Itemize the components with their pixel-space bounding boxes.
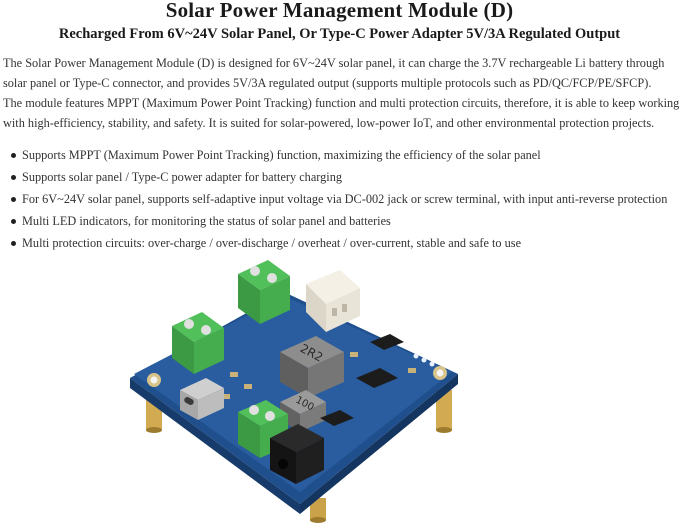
feature-item: Supports MPPT (Maximum Power Point Track… [3, 145, 667, 167]
feature-list: Supports MPPT (Maximum Power Point Track… [3, 145, 667, 255]
inductor-large [280, 336, 344, 368]
feature-text: For 6V~24V solar panel, supports self-ad… [22, 192, 668, 206]
led-icon [413, 353, 419, 359]
intro-paragraph: The Solar Power Management Module (D) is… [3, 53, 679, 133]
feature-text: Multi protection circuits: over-charge /… [22, 236, 522, 250]
bullet-icon [11, 196, 16, 202]
ic-chip-icon [320, 410, 354, 426]
page-title: Solar Power Management Module (D) [165, 0, 514, 22]
usb-c-port [180, 378, 224, 400]
screw-terminal [238, 400, 288, 426]
feature-item: Multi LED indicators, for monitoring the… [3, 211, 667, 233]
feature-text: Supports solar panel / Type-C power adap… [22, 170, 343, 184]
screw-icon [250, 266, 260, 276]
led-icon [421, 357, 427, 363]
feature-item: For 6V~24V solar panel, supports self-ad… [3, 189, 667, 211]
jst-connector [306, 270, 360, 304]
inductor-small [280, 390, 326, 414]
screw-icon [184, 319, 194, 329]
bullet-icon [11, 174, 16, 180]
bullet-icon [11, 240, 16, 246]
feature-text: Supports MPPT (Maximum Power Point Track… [22, 148, 541, 162]
led-icon [429, 361, 435, 367]
screw-icon [249, 405, 259, 415]
feature-text: Multi LED indicators, for monitoring the… [22, 214, 391, 228]
intro-line: The module features MPPT (Maximum Power … [3, 96, 679, 110]
intro-line: with high-efficiency, stability, and saf… [3, 116, 655, 130]
bullet-icon [11, 218, 16, 224]
screw-icon [267, 273, 277, 283]
screw-terminal [172, 312, 224, 342]
ic-chip-icon [356, 368, 398, 388]
screw-icon [265, 411, 275, 421]
screw-icon [201, 325, 211, 335]
feature-item: Supports solar panel / Type-C power adap… [3, 167, 667, 189]
solar-module-illustration: 2R2 100 [130, 260, 458, 523]
product-photo: 2R2 100 [120, 252, 500, 524]
page-subtitle: Recharged From 6V~24V Solar Panel, Or Ty… [58, 26, 621, 42]
intro-line: solar panel or Type-C connector, and pro… [3, 76, 652, 90]
intro-line: The Solar Power Management Module (D) is… [3, 56, 665, 70]
screw-terminal [238, 260, 290, 290]
dc-barrel-jack [270, 424, 324, 452]
bullet-icon [11, 152, 16, 158]
feature-item: Multi protection circuits: over-charge /… [3, 233, 667, 255]
brass-standoff-icon [436, 390, 452, 430]
brass-standoff-icon [310, 498, 326, 520]
ic-chip-icon [370, 334, 404, 350]
